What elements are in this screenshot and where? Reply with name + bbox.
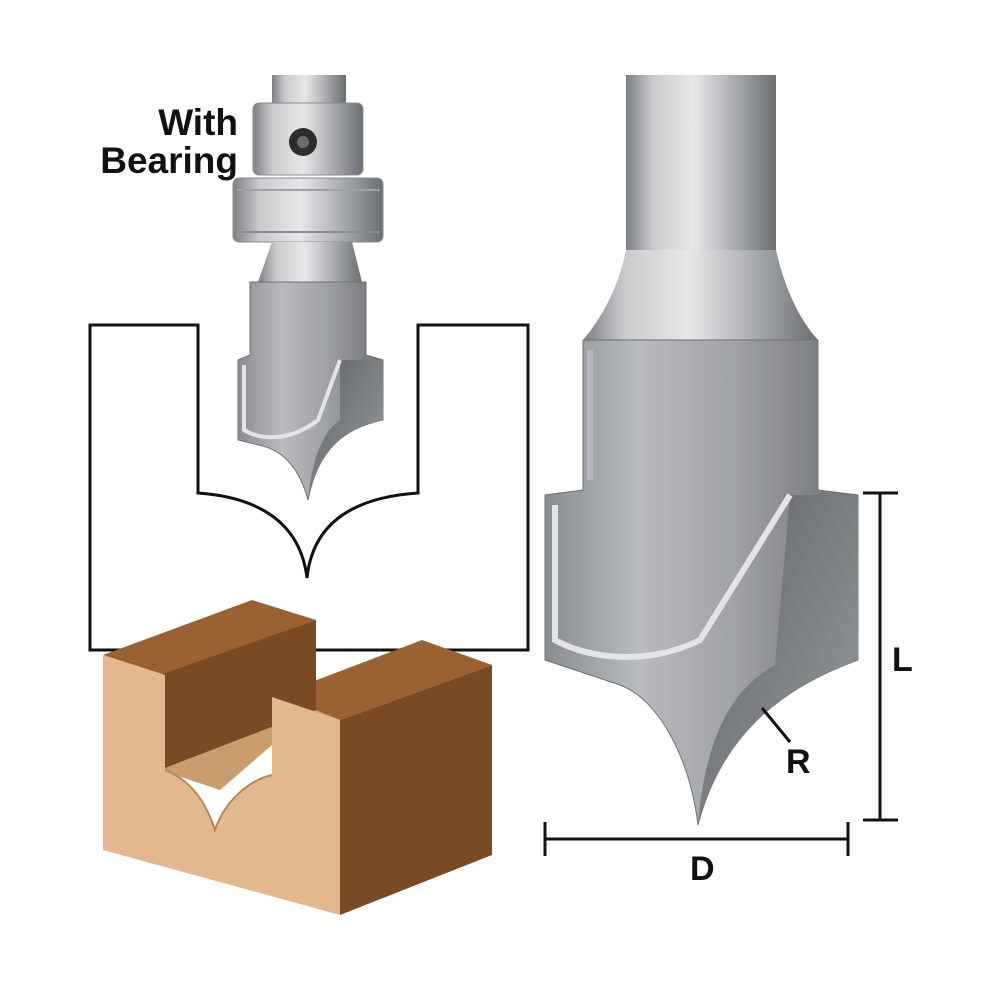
with-label: With	[158, 102, 238, 143]
wood-top-right	[272, 640, 492, 720]
cut-profile-outline	[88, 323, 530, 652]
radius-leader	[760, 707, 792, 743]
diameter-label: D	[690, 850, 715, 888]
wood-side-face	[340, 665, 492, 915]
bearing-label: Bearing	[100, 140, 238, 181]
small-bit-flute	[308, 360, 383, 500]
wood-block	[103, 600, 492, 915]
radius-label: R	[786, 743, 811, 781]
wood-front-face	[103, 655, 340, 915]
large-bit-flute	[698, 495, 858, 825]
small-router-bit	[232, 75, 384, 501]
small-bit-shank	[272, 75, 346, 105]
large-bit-shank	[626, 75, 776, 255]
dimension-D	[543, 822, 850, 856]
wood-top-left	[103, 600, 316, 675]
dimension-L	[863, 491, 898, 822]
length-label: L	[892, 641, 913, 679]
small-bit-body	[237, 281, 384, 501]
with-bearing-label: With Bearing	[78, 104, 238, 180]
large-router-bit	[544, 75, 859, 826]
